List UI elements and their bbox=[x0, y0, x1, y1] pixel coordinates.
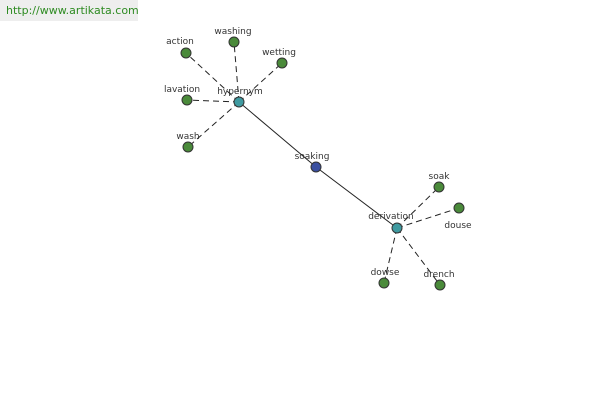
node-lavation-dot[interactable] bbox=[181, 94, 193, 106]
node-wetting-label: wetting bbox=[262, 48, 296, 58]
node-action-label: action bbox=[166, 37, 194, 47]
node-wash-dot[interactable] bbox=[182, 141, 194, 153]
edge-soaking-hypernym bbox=[238, 101, 317, 168]
node-derivation-dot[interactable] bbox=[391, 222, 403, 234]
edge-hypernym-washing bbox=[233, 41, 240, 103]
node-washing-dot[interactable] bbox=[228, 36, 240, 48]
node-soaking-label: soaking bbox=[295, 152, 330, 162]
node-douse-label: douse bbox=[444, 221, 472, 231]
node-drench[interactable]: drench bbox=[423, 270, 455, 291]
node-action-dot[interactable] bbox=[180, 47, 192, 59]
edge-derivation-douse bbox=[396, 207, 460, 229]
node-soak[interactable]: soak bbox=[429, 172, 451, 193]
edge-hypernym-wash bbox=[187, 101, 240, 148]
source-url-link[interactable]: http://www.artikata.com bbox=[0, 0, 139, 21]
node-derivation-label: derivation bbox=[368, 212, 414, 222]
node-lavation[interactable]: lavation bbox=[164, 85, 200, 106]
node-soaking-dot[interactable] bbox=[310, 161, 322, 173]
node-lavation-label: lavation bbox=[164, 85, 200, 95]
edge-hypernym-lavation bbox=[186, 99, 240, 103]
node-wash-label: wash bbox=[176, 132, 199, 142]
node-soak-label: soak bbox=[429, 172, 451, 182]
node-wetting[interactable]: wetting bbox=[262, 48, 296, 69]
node-wash[interactable]: wash bbox=[176, 132, 200, 153]
edge-derivation-drench bbox=[396, 227, 441, 286]
node-soaking[interactable]: soaking bbox=[295, 152, 330, 173]
node-drench-dot[interactable] bbox=[434, 279, 446, 291]
node-derivation[interactable]: derivation bbox=[368, 212, 414, 234]
nodes-layer: action washing wetting lavation wash soak dous… bbox=[164, 27, 472, 291]
node-soak-dot[interactable] bbox=[433, 181, 445, 193]
node-dowse-label: dowse bbox=[371, 268, 400, 278]
node-douse[interactable]: douse bbox=[444, 202, 472, 231]
edge-hypernym-action bbox=[185, 52, 240, 103]
node-dowse-dot[interactable] bbox=[378, 277, 390, 289]
node-drench-label: drench bbox=[423, 270, 454, 280]
node-hypernym[interactable]: hypernym bbox=[217, 87, 263, 108]
edge-soaking-derivation bbox=[315, 166, 398, 229]
node-washing[interactable]: washing bbox=[214, 27, 252, 48]
node-dowse[interactable]: dowse bbox=[371, 268, 400, 289]
node-wetting-dot[interactable] bbox=[276, 57, 288, 69]
edges-layer bbox=[185, 41, 460, 286]
node-douse-dot[interactable] bbox=[453, 202, 465, 214]
node-hypernym-dot[interactable] bbox=[233, 96, 245, 108]
node-washing-label: washing bbox=[214, 27, 251, 37]
node-hypernym-label: hypernym bbox=[217, 87, 263, 97]
node-action[interactable]: action bbox=[166, 37, 194, 59]
